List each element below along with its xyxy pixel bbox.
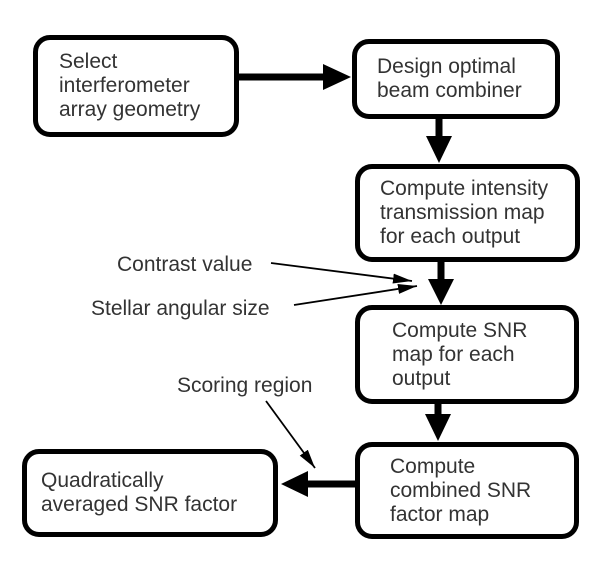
annotation-arrow-scoring-region [265, 400, 316, 469]
arrow-combined-to-averaged [281, 471, 357, 497]
node-design-combiner: Design optimal beam combiner [352, 39, 560, 119]
node-select-geometry-label: Select interferometer array geometry [59, 50, 201, 121]
node-combined-snr-map-label: Compute combined SNR factor map [390, 454, 532, 526]
node-snr-map: Compute SNR map for each output [355, 305, 579, 404]
annotation-contrast-value: Contrast value [117, 253, 253, 276]
annotation-arrow-stellar-angular-size [293, 283, 418, 306]
annotation-arrow-contrast-value [270, 262, 413, 284]
node-combined-snr-map: Compute combined SNR factor map [355, 442, 579, 539]
arrow-geometry-to-combiner [236, 64, 351, 90]
arrow-combiner-to-intensity-map [426, 115, 452, 163]
annotation-stellar-angular-size: Stellar angular size [91, 297, 270, 320]
arrow-intensity-map-to-snr-map [428, 258, 454, 305]
node-averaged-snr: Quadratically averaged SNR factor [22, 449, 278, 537]
node-averaged-snr-label: Quadratically averaged SNR factor [41, 469, 238, 516]
node-intensity-map: Compute intensity transmission map for e… [355, 164, 580, 262]
annotation-scoring-region: Scoring region [177, 374, 313, 397]
node-design-combiner-label: Design optimal beam combiner [377, 55, 522, 102]
node-select-geometry: Select interferometer array geometry [33, 35, 239, 137]
arrow-snr-map-to-combined [425, 400, 451, 441]
node-snr-map-label: Compute SNR map for each output [392, 318, 528, 390]
node-intensity-map-label: Compute intensity transmission map for e… [380, 177, 549, 248]
